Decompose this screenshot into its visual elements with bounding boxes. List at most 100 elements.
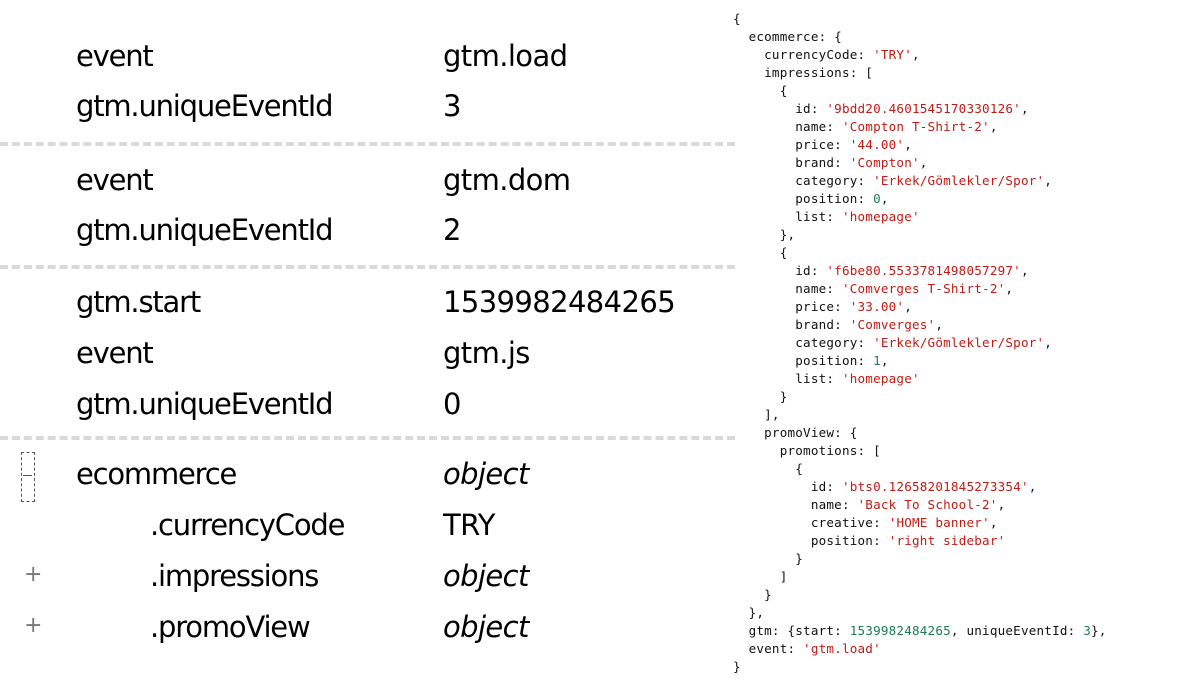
code-number: 1539982484265	[849, 623, 951, 638]
code-line: }	[733, 586, 1193, 604]
code-text: ,	[997, 497, 1006, 512]
code-line: currencyCode: 'TRY',	[733, 46, 1193, 64]
plus-icon[interactable]: +	[24, 613, 43, 638]
code-line: position: 1,	[733, 352, 1193, 370]
code-text: price:	[733, 137, 850, 152]
code-text: price:	[733, 299, 850, 314]
code-text: creative:	[733, 515, 889, 530]
code-string: 'Erkek/Gömlekler/Spor'	[873, 335, 1045, 350]
code-text: ,	[904, 299, 913, 314]
row-value: object	[443, 559, 529, 593]
code-text: ,	[989, 119, 998, 134]
code-line: position: 'right sidebar'	[733, 532, 1193, 550]
row-key: .currencyCode	[150, 508, 345, 542]
row-value: 0	[443, 387, 461, 421]
code-text: ,	[1044, 335, 1053, 350]
code-text: name:	[733, 497, 858, 512]
code-string: 'right sidebar'	[888, 533, 1006, 548]
data-layer-row: gtm.start 1539982484265	[0, 278, 735, 328]
data-layer-row: event gtm.load	[0, 32, 735, 82]
code-line: event: 'gtm.load'	[733, 640, 1193, 658]
code-text: position:	[733, 353, 874, 368]
code-line: promoView: {	[733, 424, 1193, 442]
code-line: {	[733, 460, 1193, 478]
code-line: brand: 'Compton',	[733, 154, 1193, 172]
row-value: TRY	[443, 508, 496, 542]
row-key: gtm.start	[76, 285, 201, 319]
code-string: 'TRY'	[873, 47, 912, 62]
row-key: gtm.uniqueEventId	[76, 387, 334, 421]
code-line: name: 'Comverges T-Shirt-2',	[733, 280, 1193, 298]
code-text: id:	[733, 101, 827, 116]
code-text: ]	[733, 569, 788, 584]
code-string: '33.00'	[849, 299, 905, 314]
code-text: {	[733, 11, 741, 26]
code-line: {	[733, 10, 1193, 28]
row-value: 3	[443, 89, 461, 123]
code-text: name:	[733, 281, 842, 296]
plus-icon[interactable]: +	[24, 562, 43, 587]
code-text: ecommerce: {	[733, 29, 842, 44]
code-text: list:	[733, 371, 842, 386]
code-text: ],	[733, 407, 780, 422]
code-line: {	[733, 82, 1193, 100]
code-text: {	[733, 461, 804, 476]
code-text: {	[733, 245, 788, 260]
code-text: promotions: [	[733, 443, 881, 458]
code-number: 1	[873, 353, 881, 368]
code-text: id:	[733, 479, 842, 494]
code-text: currencyCode:	[733, 47, 874, 62]
code-line: name: 'Compton T-Shirt-2',	[733, 118, 1193, 136]
code-line: list: 'homepage'	[733, 208, 1193, 226]
row-value: object	[443, 610, 529, 644]
code-text: , uniqueEventId:	[950, 623, 1084, 638]
code-string: 'Erkek/Gömlekler/Spor'	[873, 173, 1045, 188]
collapse-box-icon[interactable]	[21, 452, 35, 502]
data-layer-row: + .promoView object	[0, 603, 735, 653]
code-line: price: '44.00',	[733, 136, 1193, 154]
code-number: 3	[1083, 623, 1091, 638]
code-text: gtm: {start:	[733, 623, 850, 638]
code-text: },	[1091, 623, 1107, 638]
code-text: ,	[1020, 101, 1029, 116]
code-text: {	[733, 83, 788, 98]
code-line: ]	[733, 568, 1193, 586]
group-separator	[0, 436, 735, 440]
data-layer-table: event gtm.load gtm.uniqueEventId 3 event…	[0, 32, 735, 653]
code-text: promoView: {	[733, 425, 858, 440]
code-text: list:	[733, 209, 842, 224]
data-layer-row: gtm.uniqueEventId 0	[0, 380, 735, 430]
code-line: ],	[733, 406, 1193, 424]
code-string: 'f6be80.5533781498057297'	[826, 263, 1021, 278]
code-line: {	[733, 244, 1193, 262]
code-text: }	[733, 659, 741, 674]
code-text: brand:	[733, 317, 850, 332]
data-layer-row: + .impressions object	[0, 552, 735, 602]
code-line: id: 'f6be80.5533781498057297',	[733, 262, 1193, 280]
code-text: category:	[733, 335, 874, 350]
group-separator	[0, 142, 735, 146]
code-string: 'homepage'	[841, 209, 920, 224]
row-value: gtm.load	[443, 39, 568, 73]
code-line: category: 'Erkek/Gömlekler/Spor',	[733, 334, 1193, 352]
code-line: ecommerce: {	[733, 28, 1193, 46]
code-text: ,	[919, 155, 928, 170]
code-line: impressions: [	[733, 64, 1193, 82]
code-line: position: 0,	[733, 190, 1193, 208]
group-separator	[0, 265, 735, 269]
code-string: 'Compton T-Shirt-2'	[841, 119, 990, 134]
code-number: 0	[873, 191, 881, 206]
code-line: },	[733, 604, 1193, 622]
code-line: },	[733, 226, 1193, 244]
code-text: }	[733, 551, 804, 566]
code-text: },	[733, 605, 765, 620]
code-line: promotions: [	[733, 442, 1193, 460]
data-layer-row: .currencyCode TRY	[0, 501, 735, 551]
data-layer-row: gtm.uniqueEventId 2	[0, 206, 735, 256]
data-layer-row: event gtm.dom	[0, 156, 735, 206]
code-text: },	[733, 227, 796, 242]
code-text: position:	[733, 533, 889, 548]
code-text: ,	[904, 137, 913, 152]
data-layer-row: ecommerce object	[0, 450, 735, 502]
code-text: ,	[1028, 479, 1037, 494]
